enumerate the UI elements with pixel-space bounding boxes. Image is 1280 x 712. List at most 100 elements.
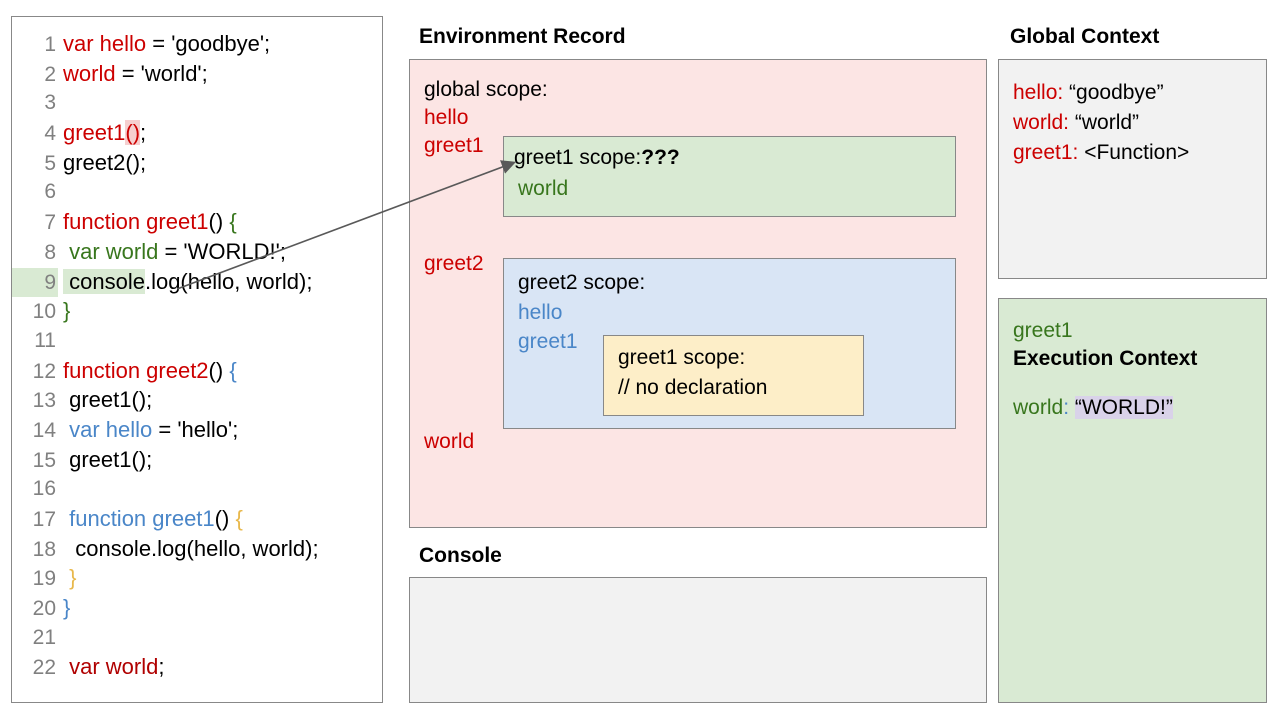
code-line-number: 22 (32, 656, 56, 680)
global-context-entry-key: world: (1013, 110, 1075, 134)
code-line-number: 19 (32, 567, 56, 591)
code-line-text: greet2(); (58, 148, 382, 178)
code-line[interactable]: 6 (12, 177, 382, 207)
code-line[interactable]: 8 var world = 'WORLD!'; (12, 237, 382, 267)
code-line-number: 5 (44, 151, 56, 175)
code-line-text: var world = 'WORLD!'; (58, 237, 382, 267)
code-line[interactable]: 20} (12, 593, 382, 623)
global-context-entry-key: greet1: (1013, 140, 1085, 164)
code-token: console (63, 268, 145, 294)
execution-context-fn-name: greet1 (1013, 319, 1073, 342)
global-scope-vars: hello greet1 (424, 106, 484, 158)
greet1-scope-box: greet1 scope:??? world (503, 136, 956, 217)
code-line-number: 2 (44, 62, 56, 86)
execution-context-var-value: “WORLD!” (1074, 396, 1173, 420)
code-line-number: 9 (12, 267, 58, 298)
code-line[interactable]: 21 (12, 623, 382, 653)
code-line-text: var hello = 'goodbye'; (58, 29, 382, 59)
execution-context-var-colon: : (1063, 396, 1075, 420)
code-token: console.log(hello, world); (63, 535, 319, 561)
code-line-number: 13 (32, 389, 56, 413)
code-token: } (63, 565, 77, 591)
environment-record-panel: global scope: hello greet1 greet2 world … (409, 59, 987, 528)
code-line[interactable]: 22 var world; (12, 652, 382, 682)
code-line-number: 20 (32, 597, 56, 621)
code-line[interactable]: 5 greet2(); (12, 148, 382, 178)
execution-context-var-key: world (1013, 396, 1064, 420)
greet1-scope-heading: greet1 scope:??? (514, 144, 680, 173)
code-line-number: 10 (32, 300, 56, 324)
code-token: () (208, 357, 224, 383)
global-context-entry-list: hello: “goodbye”world: “world”greet1: <F… (1013, 78, 1266, 167)
global-context-entry: greet1: <Function> (1013, 138, 1266, 168)
code-line-number: 16 (32, 477, 56, 501)
code-line-text: function greet1() { (58, 504, 382, 534)
console-output-panel[interactable] (409, 577, 987, 703)
code-line[interactable]: 19 } (12, 563, 382, 593)
code-line-text: greet1(); (58, 118, 382, 148)
code-line[interactable]: 10} (12, 296, 382, 326)
greet1-scope-vars: world (518, 177, 569, 200)
global-context-entry-value: “world” (1074, 110, 1140, 134)
code-token: var hello (63, 31, 147, 56)
global-context-panel: hello: “goodbye”world: “world”greet1: <F… (998, 59, 1267, 279)
code-line-text: var hello = 'hello'; (58, 415, 382, 445)
greet1-inner-scope-box: greet1 scope: // no declaration (603, 335, 864, 416)
global-context-entry: hello: “goodbye” (1013, 78, 1266, 108)
code-line-text: greet1(); (58, 385, 382, 415)
greet1-inner-scope-body: // no declaration (618, 376, 768, 399)
environment-record-title: Environment Record (419, 25, 626, 48)
code-token: () (125, 120, 141, 146)
code-line-text: var world; (58, 652, 382, 682)
global-var-world: world (424, 430, 475, 453)
code-token: function greet1 (63, 209, 209, 235)
code-line[interactable]: 18 console.log(hello, world); (12, 534, 382, 564)
code-line-number: 21 (32, 625, 56, 649)
global-context-entry: world: “world” (1013, 108, 1266, 138)
code-line-number: 17 (32, 508, 56, 531)
code-line[interactable]: 16 (12, 474, 382, 504)
code-line-text: function greet1() { (58, 207, 382, 237)
greet1-execution-context-panel: greet1 Execution Context world: “WORLD!” (998, 298, 1267, 703)
code-line-number: 7 (44, 211, 56, 235)
code-token: () (208, 209, 224, 235)
code-token: } (63, 595, 71, 621)
code-token: = 'WORLD!'; (158, 238, 286, 264)
code-line[interactable]: 15 greet1(); (12, 445, 382, 475)
code-token: world (63, 60, 116, 86)
code-line-text: } (58, 563, 382, 593)
global-var-greet2: greet2 (424, 252, 484, 275)
code-line[interactable]: 3 (12, 88, 382, 118)
global-scope-label: global scope: (424, 78, 548, 101)
code-token: { (229, 506, 243, 531)
code-token: { (223, 209, 237, 235)
global-context-title: Global Context (1010, 25, 1160, 48)
code-line[interactable]: 17 function greet1() { (12, 504, 382, 534)
code-token: } (63, 298, 71, 324)
code-token: var hello (63, 416, 153, 442)
code-token: ; (158, 654, 165, 680)
code-line[interactable]: 11 (12, 326, 382, 356)
code-line[interactable]: 14 var hello = 'hello'; (12, 415, 382, 445)
code-token: greet2(); (63, 149, 147, 175)
global-context-entry-value: “goodbye” (1069, 81, 1164, 104)
code-line-number: 6 (44, 180, 56, 204)
code-line[interactable]: 13 greet1(); (12, 385, 382, 415)
greet1-scope-heading-prefix: greet1 scope: (514, 146, 642, 169)
code-token: function greet1 (63, 506, 215, 531)
code-token: greet1 (63, 120, 126, 146)
code-line-number: 11 (34, 328, 56, 352)
code-line-text: function greet2() { (58, 356, 382, 386)
code-line-number: 1 (44, 33, 56, 56)
code-token: ; (140, 120, 147, 146)
greet1-inner-scope-heading: greet1 scope: (618, 346, 746, 369)
code-token: = 'goodbye'; (146, 31, 271, 56)
code-line[interactable]: 9 console.log(hello, world); (12, 267, 382, 298)
code-line-number: 14 (32, 418, 56, 442)
